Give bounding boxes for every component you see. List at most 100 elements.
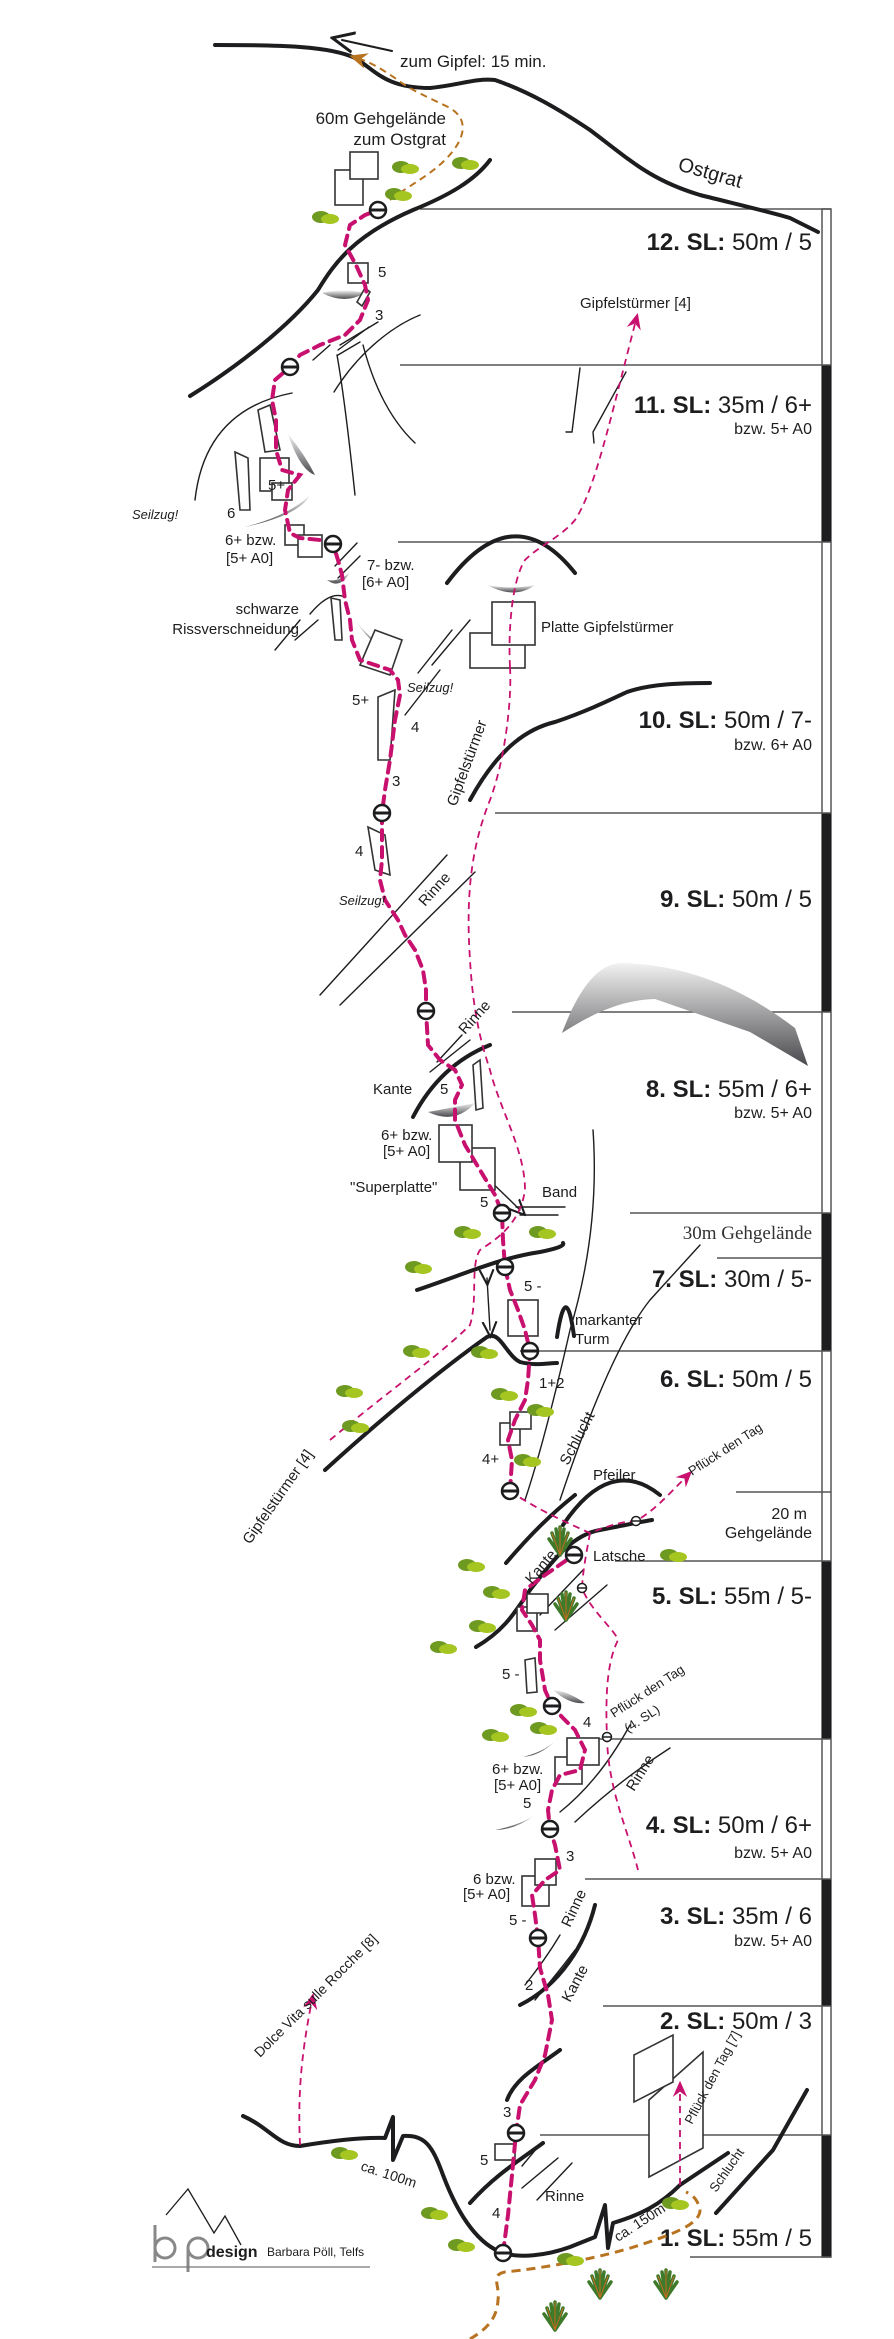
feature-label: Rinne xyxy=(415,869,454,910)
belay-icon xyxy=(493,2243,513,2263)
bush-icon xyxy=(331,2147,358,2160)
grade-label: 6 bzw. xyxy=(473,1871,516,1888)
pitch-bar-5 xyxy=(822,1561,831,1739)
grade-label: 6+ bzw. xyxy=(492,1761,543,1778)
feature-label: Kante xyxy=(373,1081,412,1098)
belay-icon xyxy=(368,200,388,220)
note-label: Seilzug! xyxy=(339,893,386,908)
grade-label: 3 xyxy=(503,2104,511,2121)
pitch-label-9: 9. SL: 50m / 5 xyxy=(660,886,812,913)
grade-label: 4 xyxy=(411,719,419,736)
feature-label: schwarze xyxy=(236,601,299,618)
feature-label: Pfeiler xyxy=(593,1467,636,1484)
feature-label: Rinne xyxy=(623,1752,658,1794)
belay-icon xyxy=(495,1257,515,1277)
feature-label: Turm xyxy=(575,1331,609,1348)
pitch-bar-3 xyxy=(822,1879,831,2006)
walk-to-ridge-1: 60m Gehgelände xyxy=(316,109,446,128)
vegetation xyxy=(312,157,689,2332)
feature-label: Band xyxy=(542,1184,577,1201)
bush-icon xyxy=(452,157,479,170)
belay-icon xyxy=(564,1545,584,1565)
grade-label: 2 xyxy=(525,1977,533,1994)
route-name-label: Dolce Vita sulle Rocche [8] xyxy=(251,1931,380,2060)
bush-icon xyxy=(660,1549,687,1562)
grade-label: [5+ A0] xyxy=(226,550,273,567)
belay-small-icon xyxy=(576,1582,588,1594)
bush-icon xyxy=(482,1729,509,1742)
grade-label: 5+ xyxy=(268,477,285,494)
bush-icon xyxy=(392,161,419,174)
bush-icon xyxy=(662,2197,689,2210)
logo-author: Barbara Pöll, Telfs xyxy=(267,2245,364,2259)
grade-label: 7- bzw. xyxy=(367,557,415,574)
rock-features xyxy=(234,151,704,2179)
pitch-label-6: 6. SL: 50m / 5 xyxy=(660,1366,812,1393)
feature-label: Kante xyxy=(522,1547,560,1588)
pitch-bar-9 xyxy=(822,813,831,1012)
walk-section-upper: 30m Gehgelände xyxy=(683,1223,812,1244)
pitch-bar-7 xyxy=(822,1213,831,1351)
pitch-label-1: 1. SL: 55m / 5 xyxy=(660,2225,812,2252)
feature-label: Platte Gipfelstürmer xyxy=(541,619,674,636)
bush-icon xyxy=(491,1388,518,1401)
pitch-sub-11: bzw. 5+ A0 xyxy=(734,421,812,438)
feature-label: markanter xyxy=(575,1312,643,1329)
pitch-label-7: 7. SL: 30m / 5- xyxy=(652,1266,812,1293)
grade-label: 5 - xyxy=(524,1278,542,1295)
grade-label: 5 - xyxy=(502,1666,520,1683)
belay-small-icon xyxy=(630,1515,642,1527)
grade-label: [6+ A0] xyxy=(362,574,409,591)
bush-icon xyxy=(430,1641,457,1654)
feature-label: Rissverschneidung xyxy=(172,621,299,638)
bp-logo-mark-icon xyxy=(153,2225,210,2272)
grade-label: 5 - xyxy=(509,1912,527,1929)
grade-label: 5 xyxy=(480,2152,488,2169)
route-name-label: Gipfelstürmer [4] xyxy=(239,1447,317,1548)
route-labels: 5 3 Gipfelstürmer [4] 5+ 6 Seilzug! 6+ b… xyxy=(132,264,765,2245)
ridge-label: Ostgrat xyxy=(676,154,746,193)
alternative-routes xyxy=(298,313,693,2185)
pitch-sub-8: bzw. 5+ A0 xyxy=(734,1105,812,1122)
belay-icon xyxy=(520,1341,540,1361)
bush-icon xyxy=(336,1385,363,1398)
bush-icon xyxy=(529,1226,556,1239)
grade-label: 5 xyxy=(440,1081,448,1098)
latsche-icon xyxy=(653,2268,679,2300)
gipfelstuermer-route xyxy=(329,666,526,1441)
grade-label: 5 xyxy=(523,1795,531,1812)
belay-icon xyxy=(372,803,392,823)
feature-label: Rinne xyxy=(558,1887,590,1930)
belay-icon xyxy=(280,357,300,377)
bush-icon xyxy=(454,1226,481,1239)
walk-section-lower-1: 20 m xyxy=(771,1506,807,1523)
belay-icon xyxy=(542,1696,562,1716)
grade-label: 6 xyxy=(227,505,235,522)
summit-arrow-icon xyxy=(342,40,393,51)
belay-icon xyxy=(540,1819,560,1839)
grade-label: 1+2 xyxy=(539,1375,564,1392)
pitch-label-3: 3. SL: 35m / 6 xyxy=(660,1903,812,1930)
grade-label: [5+ A0] xyxy=(494,1777,541,1794)
bush-icon xyxy=(510,1704,537,1717)
bush-icon xyxy=(483,1586,510,1599)
note-label: Seilzug! xyxy=(407,680,454,695)
belay-small-icon xyxy=(601,1731,613,1743)
bush-icon xyxy=(458,1559,485,1572)
pitch-label-11: 11. SL: 35m / 6+ xyxy=(634,392,812,419)
pitch-sub-4: bzw. 5+ A0 xyxy=(734,1845,812,1862)
bush-icon xyxy=(385,188,412,201)
grade-label: 4 xyxy=(355,843,363,860)
belay-icon xyxy=(528,1928,548,1948)
bush-icon xyxy=(514,1454,541,1467)
grade-label: 6+ bzw. xyxy=(225,532,276,549)
grade-label: [5+ A0] xyxy=(383,1143,430,1160)
belay-icon xyxy=(500,1481,520,1501)
pitch-label-2: 2. SL: 50m / 3 xyxy=(660,2008,812,2035)
walk-section-lower-2: Gehgelände xyxy=(725,1525,812,1542)
route-name-label: Pflück den Tag xyxy=(685,1420,764,1479)
mountain-logo-icon xyxy=(165,2187,242,2246)
bush-icon xyxy=(421,2207,448,2220)
note-label: Seilzug! xyxy=(132,507,179,522)
